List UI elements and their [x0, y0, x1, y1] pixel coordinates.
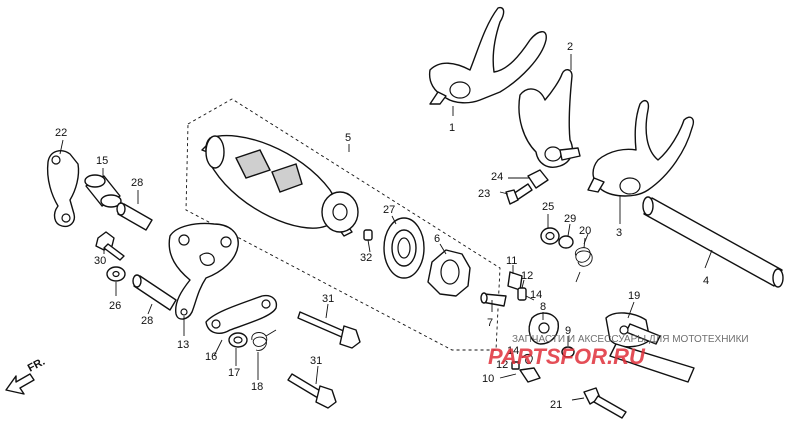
callout-31-upper: 31: [322, 293, 334, 305]
callout-numbers: 1 2 3 4 5 6 7 8 9 10 11 12 12 13 14 14 1…: [55, 41, 709, 411]
washer-26[interactable]: [106, 266, 126, 282]
pin-12b[interactable]: [511, 361, 520, 370]
washer-25[interactable]: [540, 227, 560, 245]
callout-28-lower: 28: [141, 315, 153, 327]
pawl-10[interactable]: [519, 367, 541, 383]
shift-fork-3[interactable]: [587, 99, 694, 197]
arrow-down-left-icon: [5, 373, 35, 395]
bolt-30[interactable]: [95, 231, 125, 261]
callout-11: 11: [506, 255, 517, 267]
callout-23: 23: [478, 188, 490, 200]
spring-14b[interactable]: [521, 353, 533, 365]
callout-19: 19: [628, 290, 640, 302]
shift-arm-bolt[interactable]: [480, 292, 507, 307]
stopper-plate[interactable]: [46, 150, 80, 228]
callout-27: 27: [383, 204, 395, 216]
callout-2: 2: [567, 41, 573, 53]
callout-21: 21: [550, 399, 562, 411]
callout-17: 17: [228, 367, 240, 379]
watermark-tagline: ЗАПЧАСТИ И АКСЕССУАРЫ ДЛЯ МОТОТЕХНИКИ: [512, 334, 749, 345]
callout-9: 9: [565, 325, 571, 337]
callout-29: 29: [564, 213, 576, 225]
spring-pin-14[interactable]: [517, 287, 527, 301]
bolt-31-upper[interactable]: [297, 311, 361, 349]
stopper-arm-plate[interactable]: [168, 222, 239, 320]
bolt-31-lower[interactable]: [287, 373, 337, 409]
stopper-arm[interactable]: [205, 294, 278, 334]
leader-lines: [59, 54, 713, 401]
shift-fork-2[interactable]: [518, 69, 581, 168]
collar[interactable]: [84, 174, 122, 208]
callout-3: 3: [616, 227, 622, 239]
collar-29[interactable]: [558, 235, 574, 249]
collar-17[interactable]: [228, 332, 248, 348]
drum-bearing[interactable]: [383, 217, 425, 279]
bolt-21[interactable]: [583, 387, 627, 419]
callout-1: 1: [449, 122, 455, 134]
watermark: ЗАПЧАСТИ И АКСЕССУАРЫ ДЛЯ МОТОТЕХНИКИ PA…: [488, 334, 749, 369]
shift-shaft[interactable]: [605, 312, 695, 383]
plate-24[interactable]: [527, 169, 549, 189]
drum-pin[interactable]: [363, 229, 373, 241]
callout-24: 24: [491, 171, 503, 183]
bolt-23[interactable]: [505, 183, 533, 205]
callout-28-upper: 28: [131, 177, 143, 189]
callout-13: 13: [177, 339, 189, 351]
dowel-pin-upper[interactable]: [116, 202, 153, 231]
callout-5: 5: [345, 132, 351, 144]
callout-7: 7: [487, 317, 493, 329]
callout-4: 4: [703, 275, 709, 287]
callout-18: 18: [251, 381, 263, 393]
drum-shifter-8[interactable]: [528, 312, 559, 345]
pawl-11[interactable]: [507, 271, 523, 291]
callout-10: 10: [482, 373, 494, 385]
return-spring-20[interactable]: [574, 233, 593, 283]
callout-22: 22: [55, 127, 67, 139]
shift-drum[interactable]: [201, 134, 359, 237]
callout-14-lower: 14: [507, 345, 519, 357]
callout-12-upper: 12: [521, 270, 533, 282]
callout-26: 26: [109, 300, 121, 312]
callout-16: 16: [205, 351, 217, 363]
front-direction-indicator: FR.: [5, 356, 47, 395]
callout-15: 15: [96, 155, 108, 167]
callout-8: 8: [540, 301, 546, 313]
collar-9[interactable]: [561, 346, 575, 358]
direction-label: FR.: [26, 356, 47, 375]
callout-25: 25: [542, 201, 554, 213]
return-spring-18[interactable]: [251, 329, 277, 351]
shift-fork-1[interactable]: [428, 6, 547, 105]
callout-12-lower: 12: [496, 359, 508, 371]
fork-shaft[interactable]: [642, 196, 784, 288]
callout-14-upper: 14: [530, 289, 542, 301]
callout-32: 32: [360, 252, 372, 264]
assembly-boundary: [185, 98, 501, 351]
callout-31-lower: 31: [310, 355, 322, 367]
dowel-pin-lower[interactable]: [132, 274, 177, 311]
callout-6: 6: [434, 233, 440, 245]
drum-center-cam[interactable]: [427, 249, 471, 297]
callout-30: 30: [94, 255, 106, 267]
watermark-logo: PARTSFOR.RU: [488, 344, 646, 369]
callout-20: 20: [579, 225, 591, 237]
